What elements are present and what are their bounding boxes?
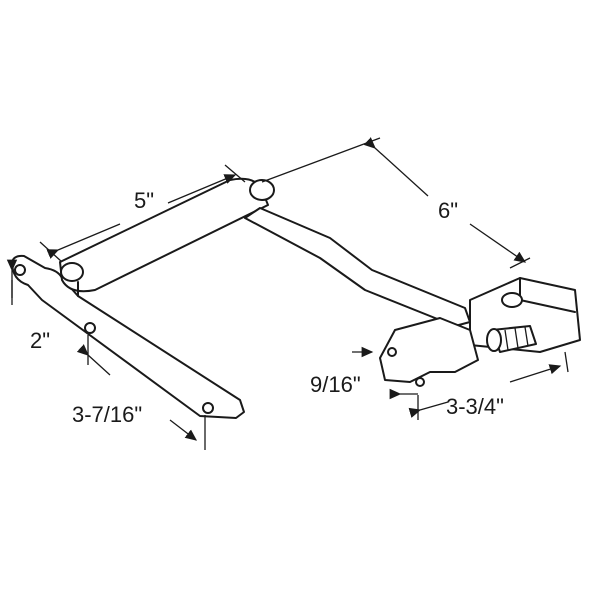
dimension-track-hole-spacing: 3-7/16" [72,402,143,427]
operator-base [379,277,581,387]
dimension-bracket-width: 2" [30,328,51,353]
long-link [244,207,471,327]
upper-arm [59,177,275,297]
dimension-lines [6,137,569,450]
dimension-arm-length: 5" [134,188,155,213]
dimension-base-length: 3-3/4" [446,394,504,419]
dimension-base-offset: 9/16" [310,372,361,397]
dimension-link-length: 6" [438,198,459,223]
crank-spline [486,325,537,353]
